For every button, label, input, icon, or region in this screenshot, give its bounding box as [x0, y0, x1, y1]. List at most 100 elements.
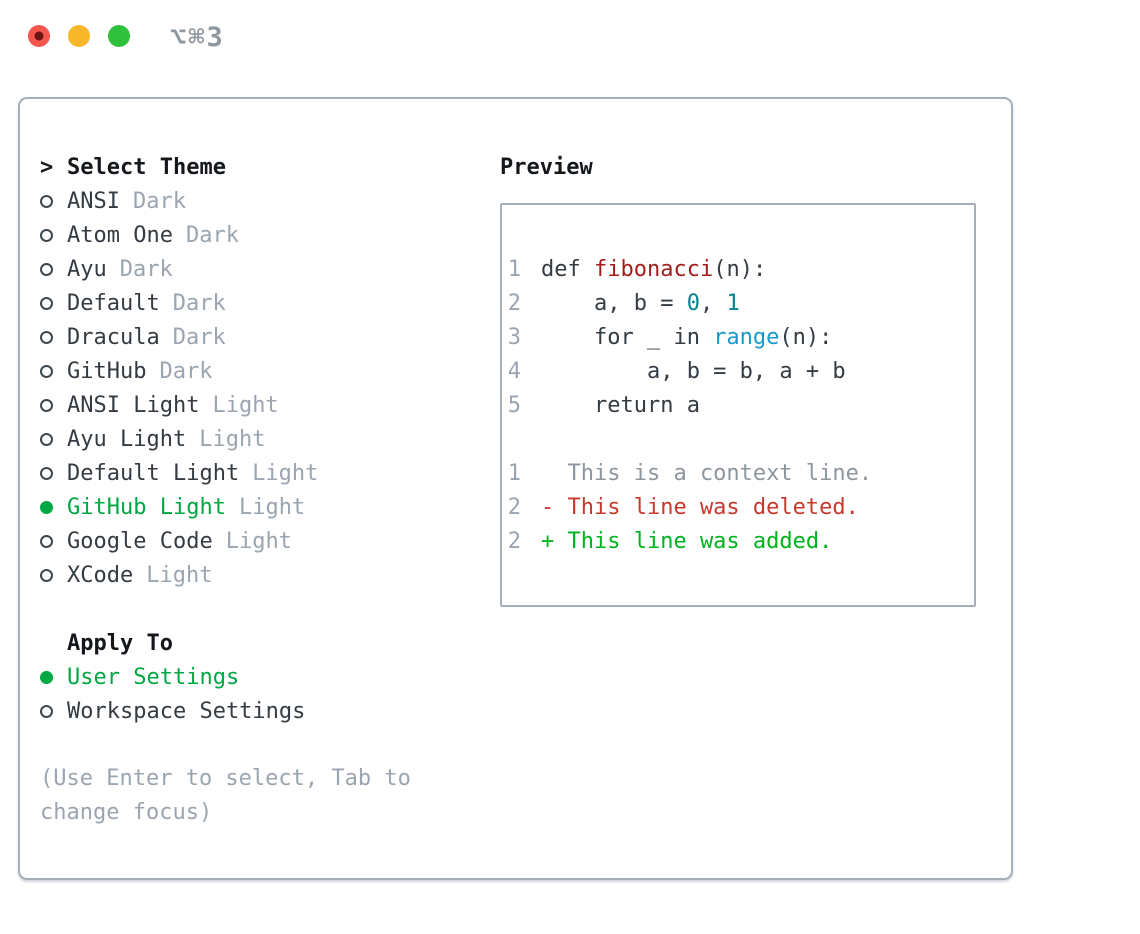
radio-icon — [40, 466, 53, 480]
radio-cell — [40, 194, 67, 208]
theme-option[interactable]: XCode Light — [40, 558, 411, 592]
preview-label: Preview — [500, 154, 593, 180]
theme-option[interactable]: ANSI Dark — [40, 184, 411, 218]
theme-variant-tag: Light — [252, 460, 319, 486]
close-button-dot-icon — [34, 31, 44, 41]
zoom-button[interactable] — [108, 25, 130, 47]
preview-header: Preview — [500, 150, 976, 184]
apply-to-label: Apply To — [67, 630, 173, 656]
radio-icon — [40, 398, 53, 412]
radio-icon — [40, 228, 53, 242]
token-plain: for _ in — [541, 324, 714, 350]
radio-icon — [40, 296, 53, 310]
radio-cell — [40, 500, 67, 514]
theme-name-label: GitHub — [67, 358, 147, 384]
line-number: 3 — [507, 324, 521, 350]
line-text: return a — [541, 393, 700, 418]
select-theme-label: Select Theme — [67, 154, 226, 180]
theme-option[interactable]: ANSI Light Light — [40, 388, 411, 422]
close-button[interactable] — [28, 25, 50, 47]
radio-icon — [40, 330, 53, 344]
radio-icon — [40, 262, 53, 276]
radio-cell — [40, 262, 67, 276]
token-plain: , — [699, 290, 727, 316]
radio-cell — [40, 704, 67, 718]
token-num: 0 — [686, 290, 700, 316]
code-line: 4 a, b = b, a + b — [507, 354, 974, 388]
token-plain: def — [541, 256, 594, 282]
select-theme-header: > Select Theme — [40, 150, 411, 184]
radio-cell — [40, 432, 67, 446]
token-deleted: - This line was deleted. — [541, 494, 859, 520]
line-text: a, b = 0, 1 — [541, 291, 740, 316]
token-context: This is a context line. — [541, 460, 873, 486]
radio-cell — [40, 568, 67, 582]
keyboard-hint-line: (Use Enter to select, Tab to — [40, 766, 411, 791]
radio-cell — [40, 534, 67, 548]
theme-name-label: XCode — [67, 562, 134, 588]
code-line: 3 for _ in range(n): — [507, 320, 974, 354]
theme-name-label: GitHub Light — [67, 494, 226, 520]
theme-variant-tag: Light — [146, 562, 213, 588]
apply-to-option-label: User Settings — [67, 664, 240, 690]
line-number: 2 — [507, 290, 521, 316]
traffic-lights — [28, 25, 130, 47]
diff-line: 2+ This line was added. — [507, 524, 974, 558]
keyboard-hint: (Use Enter to select, Tab to change focus… — [40, 762, 411, 830]
theme-name-label: ANSI Light — [67, 392, 200, 418]
theme-option[interactable]: Dracula Dark — [40, 320, 411, 354]
minimize-button[interactable] — [68, 25, 90, 47]
theme-variant-tag: Dark — [185, 222, 239, 248]
token-plain: a, b = — [541, 290, 687, 316]
theme-variant-tag: Light — [212, 392, 279, 418]
theme-variant-tag: Light — [225, 528, 292, 554]
token-plain: (n): — [713, 256, 767, 282]
radio-cell — [40, 466, 67, 480]
radio-cell — [40, 228, 67, 242]
theme-variant-tag: Light — [199, 426, 266, 452]
token-added: + This line was added. — [541, 528, 833, 554]
theme-variant-tag: Dark — [132, 188, 186, 214]
radio-cell — [40, 364, 67, 378]
theme-option[interactable]: Default Light Light — [40, 456, 411, 490]
radio-icon — [40, 534, 53, 548]
token-func: fibonacci — [593, 256, 714, 282]
radio-cell — [40, 296, 67, 310]
theme-option[interactable]: Default Dark — [40, 286, 411, 320]
apply-to-option[interactable]: Workspace Settings — [40, 694, 411, 728]
token-plain: a, b = b, a + b — [541, 358, 846, 384]
theme-variant-tag: Dark — [119, 256, 173, 282]
theme-name-label: Default Light — [67, 460, 240, 486]
diff-line: 1 This is a context line. — [507, 456, 974, 490]
token-plain: (n): — [779, 324, 833, 350]
radio-selected-icon — [40, 500, 53, 514]
radio-selected-icon — [40, 670, 53, 684]
radio-icon — [40, 194, 53, 208]
blank-line — [507, 422, 974, 456]
radio-cell — [40, 670, 67, 684]
line-number: 1 — [507, 256, 521, 282]
token-plain: return a — [541, 392, 700, 418]
theme-name-label: Dracula — [67, 324, 160, 350]
theme-name-label: ANSI — [67, 188, 120, 214]
theme-name-label: Default — [67, 290, 160, 316]
line-text: This is a context line. — [541, 461, 872, 486]
keyboard-hint-line: change focus) — [40, 800, 213, 825]
theme-variant-tag: Dark — [172, 324, 226, 350]
apply-to-option[interactable]: User Settings — [40, 660, 411, 694]
token-num: 1 — [726, 290, 740, 316]
line-text: for _ in range(n): — [541, 325, 832, 350]
cursor-icon: > — [40, 154, 54, 180]
line-text: a, b = b, a + b — [541, 359, 846, 384]
theme-variant-tag: Dark — [172, 290, 226, 316]
